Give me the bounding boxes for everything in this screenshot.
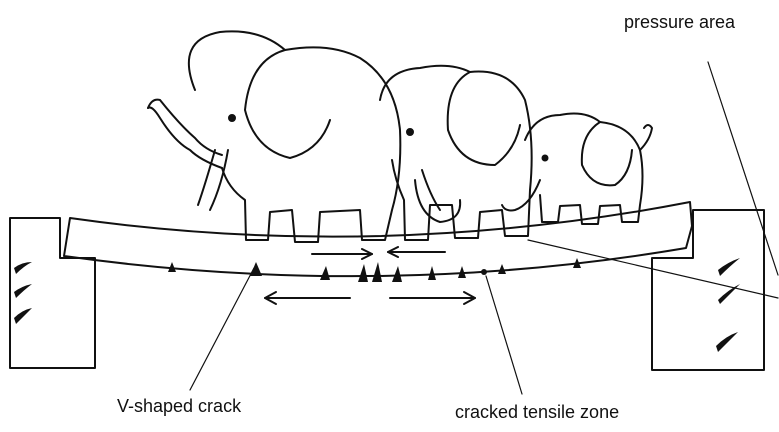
compression-arrows xyxy=(311,246,446,260)
tension-arrows xyxy=(264,291,476,305)
elephant-icon xyxy=(501,112,653,225)
right-support xyxy=(651,209,765,371)
elephant-icon xyxy=(379,64,533,241)
cracked-tensile-zone-label: cracked tensile zone xyxy=(455,402,620,422)
tensile-zone-leader xyxy=(485,275,523,395)
pressure-area-leader xyxy=(707,61,779,276)
v-shaped-crack-label: V-shaped crack xyxy=(117,396,242,416)
elephant-icon xyxy=(147,30,402,243)
support-cracks xyxy=(14,258,740,352)
v-crack-leader xyxy=(189,267,255,391)
pressure-area-label: pressure area xyxy=(624,12,736,32)
pressure-area-leader-2 xyxy=(527,239,779,299)
beam-cracks xyxy=(168,258,581,282)
left-support xyxy=(9,217,96,369)
